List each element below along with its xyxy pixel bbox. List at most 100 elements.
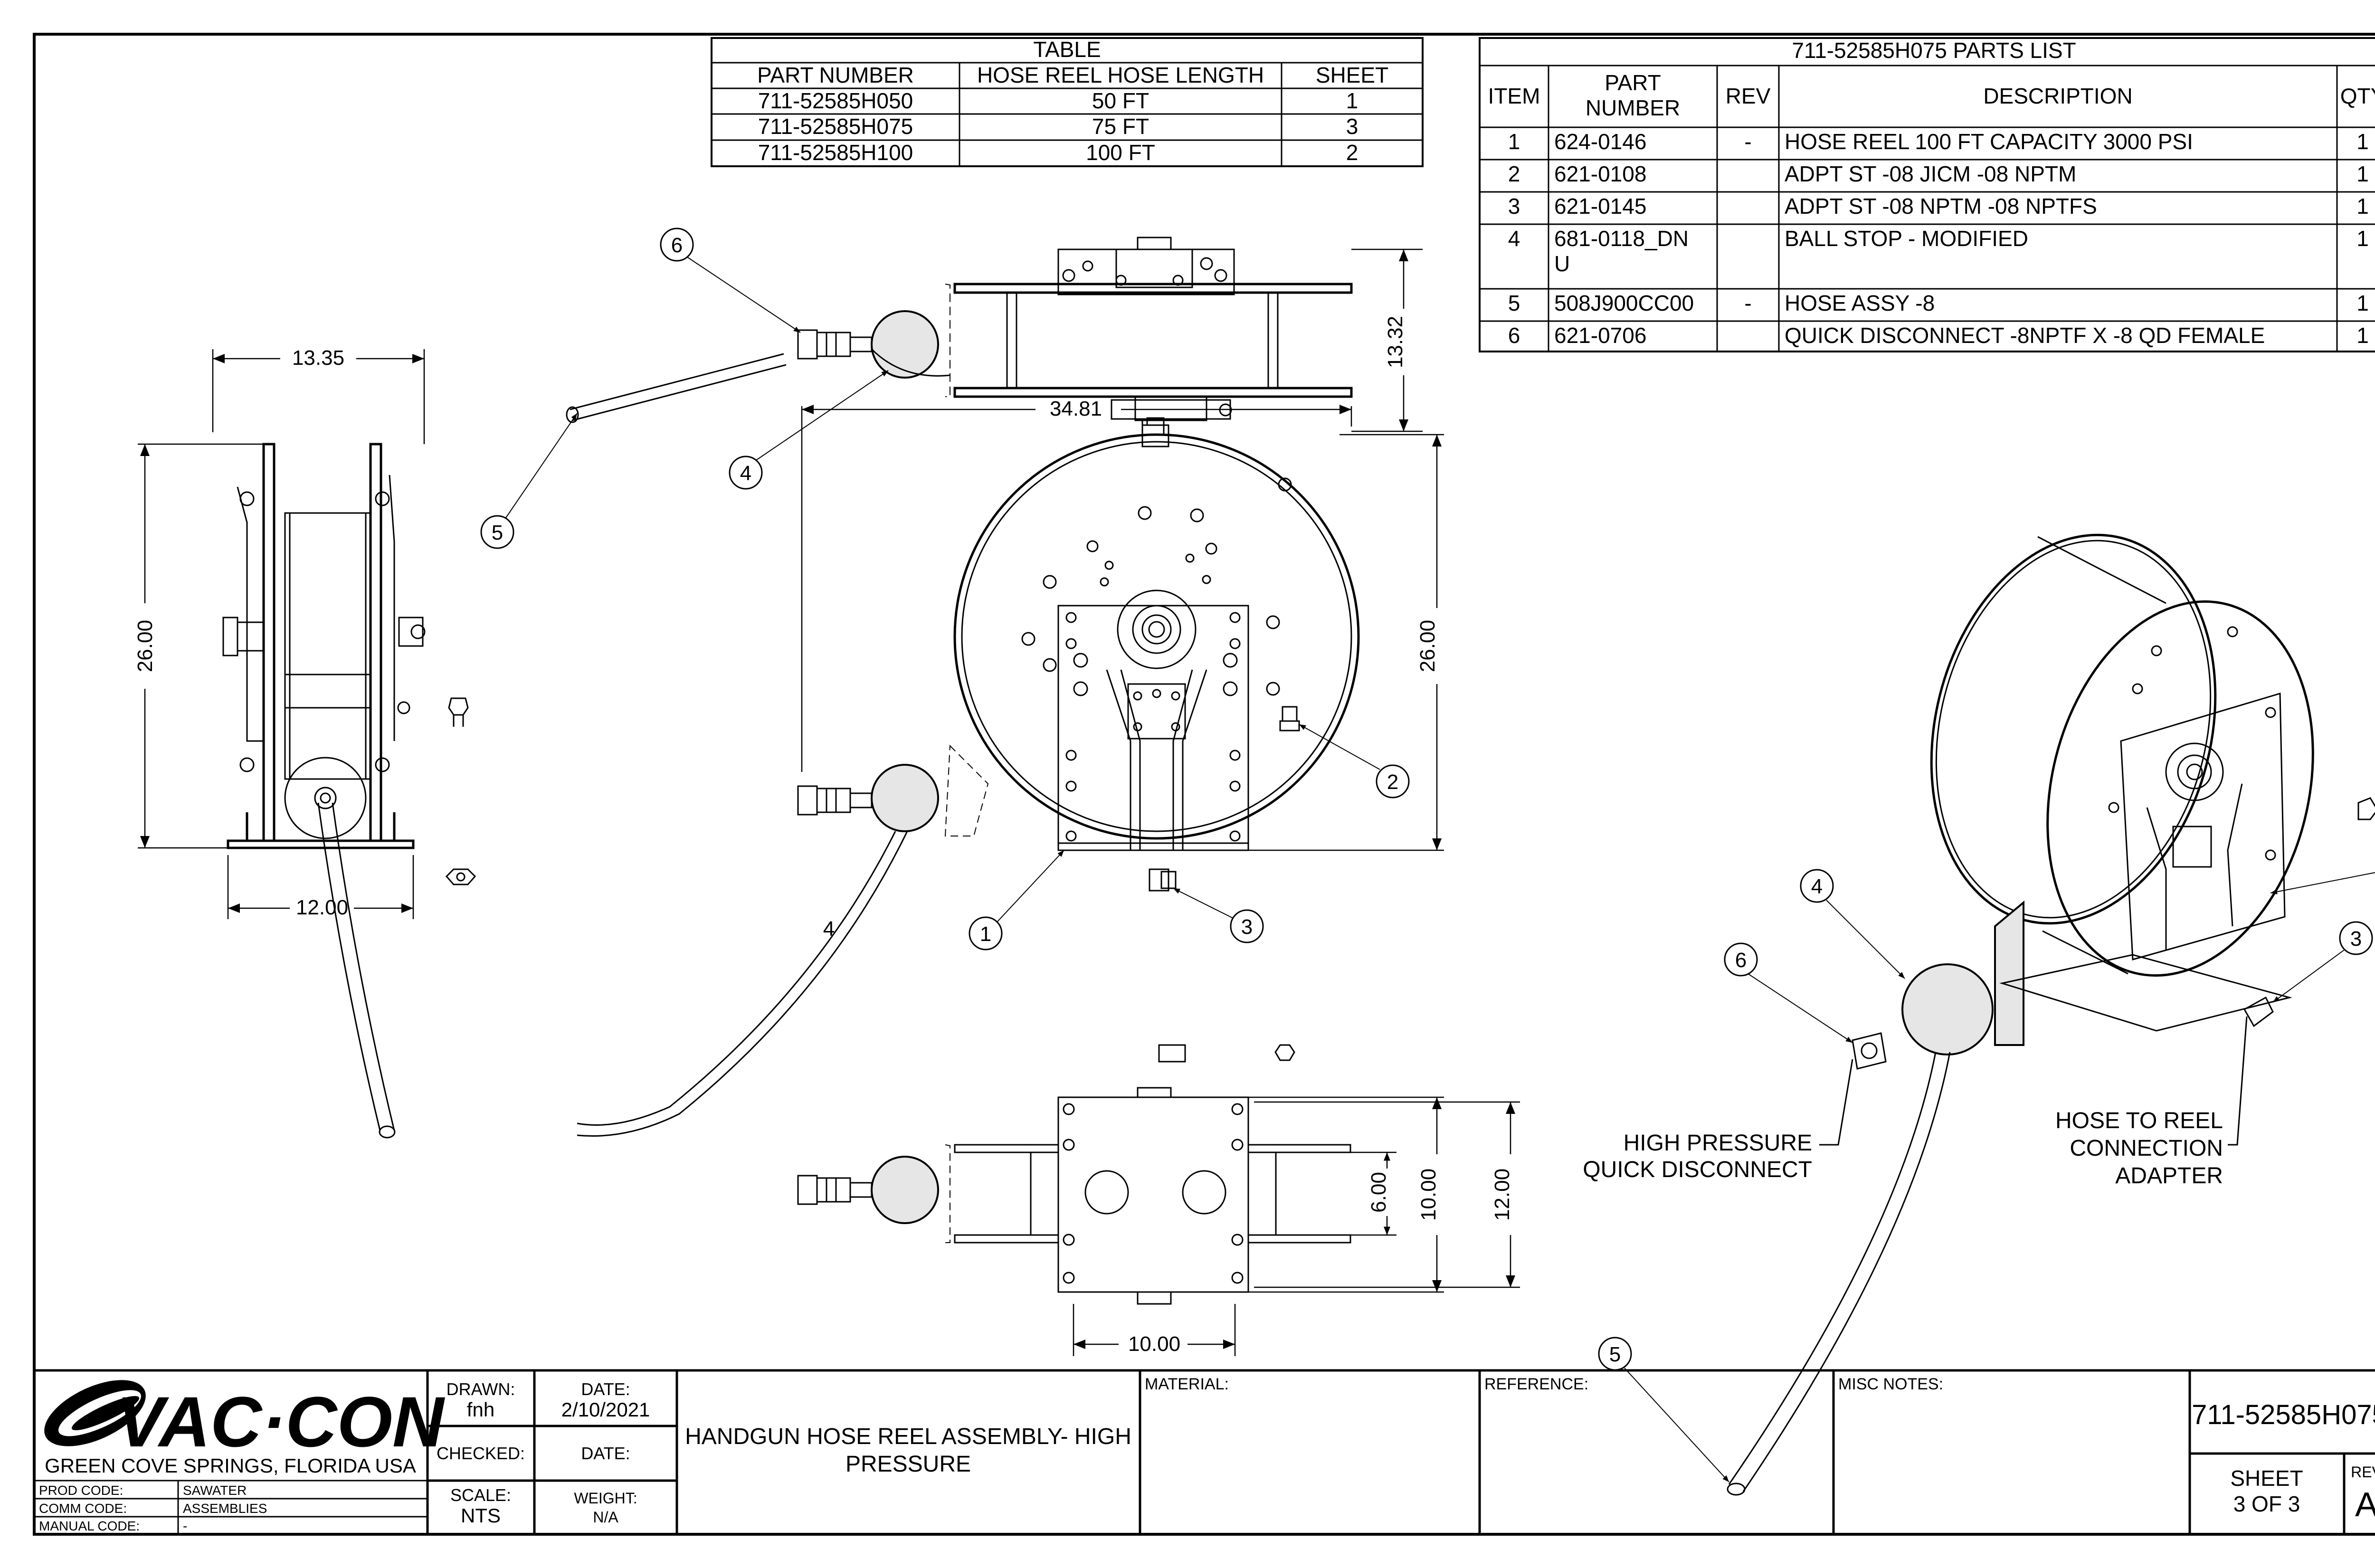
callout-quick-disconnect-line1: HIGH PRESSURE: [1624, 1131, 1812, 1156]
bottom-view: 6.00 10.00 12.00 10.00: [797, 1044, 1520, 1356]
scale-label: SCALE:: [450, 1485, 511, 1505]
parts-list-header: ITEM: [1488, 84, 1540, 108]
comm-code-label: COMM CODE:: [39, 1501, 127, 1516]
parts-list-description: QUICK DISCONNECT -8NPTF X -8 QD FEMALE: [1785, 323, 2265, 348]
sheet-border: [33, 33, 2375, 1536]
parts-list-header: QTY: [2340, 84, 2375, 108]
parts-list-item: 5: [1508, 291, 1520, 315]
balloon-iso-item-5: 5: [1609, 1343, 1621, 1366]
parts-list-part-number: 681-0118_DN: [1554, 226, 1689, 251]
callout-adapter-line2: CONNECTION: [2070, 1136, 2223, 1161]
dim-side-height: 26.00: [133, 620, 157, 672]
variant-table-title: TABLE: [1033, 37, 1101, 62]
parts-list-qty: 1: [2356, 291, 2369, 315]
date-value: 2/10/2021: [561, 1398, 650, 1421]
misc-notes-label: MISC NOTES:: [1838, 1375, 1943, 1393]
parts-list-header: NUMBER: [1586, 95, 1680, 120]
dim-top-width: 34.81: [1050, 397, 1102, 420]
drawing-title-line2: PRESSURE: [846, 1452, 971, 1477]
variant-table-cell: 1: [1346, 88, 1358, 113]
callout-quick-disconnect-line2: QUICK DISCONNECT: [1583, 1157, 1812, 1182]
parts-list-description: ADPT ST -08 JICM -08 NPTM: [1785, 162, 2076, 186]
company-location: GREEN COVE SPRINGS, FLORIDA USA: [45, 1454, 416, 1477]
manual-code-value: -: [183, 1519, 187, 1533]
isometric-view: [1727, 533, 2375, 1496]
variant-table-cell: 2: [1346, 140, 1358, 165]
callout-adapter-line3: ADAPTER: [2115, 1163, 2223, 1188]
parts-list-qty: 1: [2356, 194, 2369, 219]
dim-side-base: 12.00: [296, 896, 348, 919]
top-view: 13.32 34.81: [566, 237, 1423, 772]
variant-table-cell: 3: [1346, 114, 1358, 139]
parts-list-part-number: 621-0108: [1554, 162, 1646, 186]
parts-list-item: 2: [1508, 162, 1520, 186]
variant-table-cell: 711-52585H100: [758, 140, 913, 165]
balloon-item-6: 6: [671, 234, 683, 257]
sheet-label: SHEET: [2230, 1466, 2303, 1491]
scale-value: NTS: [461, 1504, 501, 1527]
parts-list-header: PART: [1605, 70, 1661, 95]
front-view: 26.00: [577, 417, 1444, 1137]
dim-bottom-mid: 10.00: [1417, 1169, 1440, 1221]
parts-list-header: REV: [1726, 84, 1771, 108]
prod-code-value: SAWATER: [183, 1483, 247, 1498]
drawing-title-line1: HANDGUN HOSE REEL ASSEMBLY- HIGH: [685, 1424, 1131, 1449]
parts-list-part-number: U: [1554, 251, 1570, 276]
balloon-item-5: 5: [492, 521, 503, 544]
drawn-label: DRAWN:: [446, 1379, 515, 1399]
company-name: VAC·CON: [117, 1382, 446, 1462]
reference-label: REFERENCE:: [1484, 1375, 1588, 1393]
material-label: MATERIAL:: [1145, 1375, 1229, 1393]
dim-bottom-inner: 6.00: [1367, 1172, 1390, 1213]
parts-list-description: HOSE ASSY -8: [1785, 291, 1935, 315]
sheet-value: 3 OF 3: [2233, 1492, 2300, 1516]
checked-date-label: DATE:: [581, 1444, 630, 1463]
variant-table-cell: 75 FT: [1092, 114, 1149, 139]
balloon-item-1: 1: [980, 922, 991, 946]
parts-list-qty: 1: [2356, 226, 2369, 251]
variant-table-cell: 50 FT: [1092, 88, 1149, 113]
balloon-iso-item-4: 4: [1811, 875, 1823, 898]
dim-side-width: 13.35: [292, 346, 344, 370]
parts-list-qty: 1: [2356, 162, 2369, 186]
parts-list-part-number: 621-0145: [1554, 194, 1646, 219]
manual-code-label: MANUAL CODE:: [39, 1519, 140, 1533]
weight-label: WEIGHT:: [574, 1490, 637, 1507]
parts-list-item: 3: [1508, 194, 1520, 219]
parts-list-item: 4: [1508, 226, 1520, 251]
date-label: DATE:: [581, 1379, 630, 1399]
drawn-value: fnh: [467, 1398, 494, 1421]
parts-list-qty: 1: [2356, 323, 2369, 348]
variant-table-cell: 711-52585H075: [758, 114, 913, 139]
balloon-item-4: 4: [740, 462, 751, 485]
parts-list-part-number: 508J900CC00: [1554, 291, 1694, 315]
dim-top-height: 13.32: [1384, 316, 1407, 368]
side-view: 13.35 26.00 12.00: [133, 346, 476, 1139]
variant-table-cell: 711-52585H050: [758, 88, 913, 113]
variant-table-header: PART NUMBER: [757, 63, 914, 87]
variant-table-cell: 100 FT: [1086, 140, 1155, 165]
vac-con-logo: VAC·CON: [44, 1380, 446, 1462]
parts-list-title: 711-52585H075 PARTS LIST: [1792, 38, 2076, 63]
parts-list-header: DESCRIPTION: [1983, 84, 2132, 108]
parts-list-item: 6: [1508, 323, 1520, 348]
variant-table-header: HOSE REEL HOSE LENGTH: [977, 63, 1264, 87]
prod-code-label: PROD CODE:: [39, 1483, 123, 1498]
balloon-iso-item-6: 6: [1735, 949, 1747, 972]
parts-list-qty: 1: [2356, 129, 2369, 154]
dim-bottom-outer: 12.00: [1491, 1169, 1514, 1221]
title-block: VAC·CON GREEN COVE SPRINGS, FLORIDA USA …: [33, 1369, 2375, 1536]
parts-list-rev: -: [1744, 129, 1751, 154]
drawing-number: 711-52585H075: [2192, 1399, 2375, 1430]
parts-list-part-number: 621-0706: [1554, 323, 1646, 348]
rev-label: REV: [2351, 1463, 2375, 1481]
balloons: 6 4 5 2 1 3 4 6 1 2 3: [480, 228, 2375, 1482]
dim-bottom-width: 10.00: [1128, 1332, 1180, 1356]
parts-list-description: HOSE REEL 100 FT CAPACITY 3000 PSI: [1785, 129, 2193, 154]
balloon-item-2: 2: [1387, 770, 1398, 794]
weight-value: N/A: [593, 1509, 618, 1526]
parts-list-description: BALL STOP - MODIFIED: [1785, 226, 2028, 251]
